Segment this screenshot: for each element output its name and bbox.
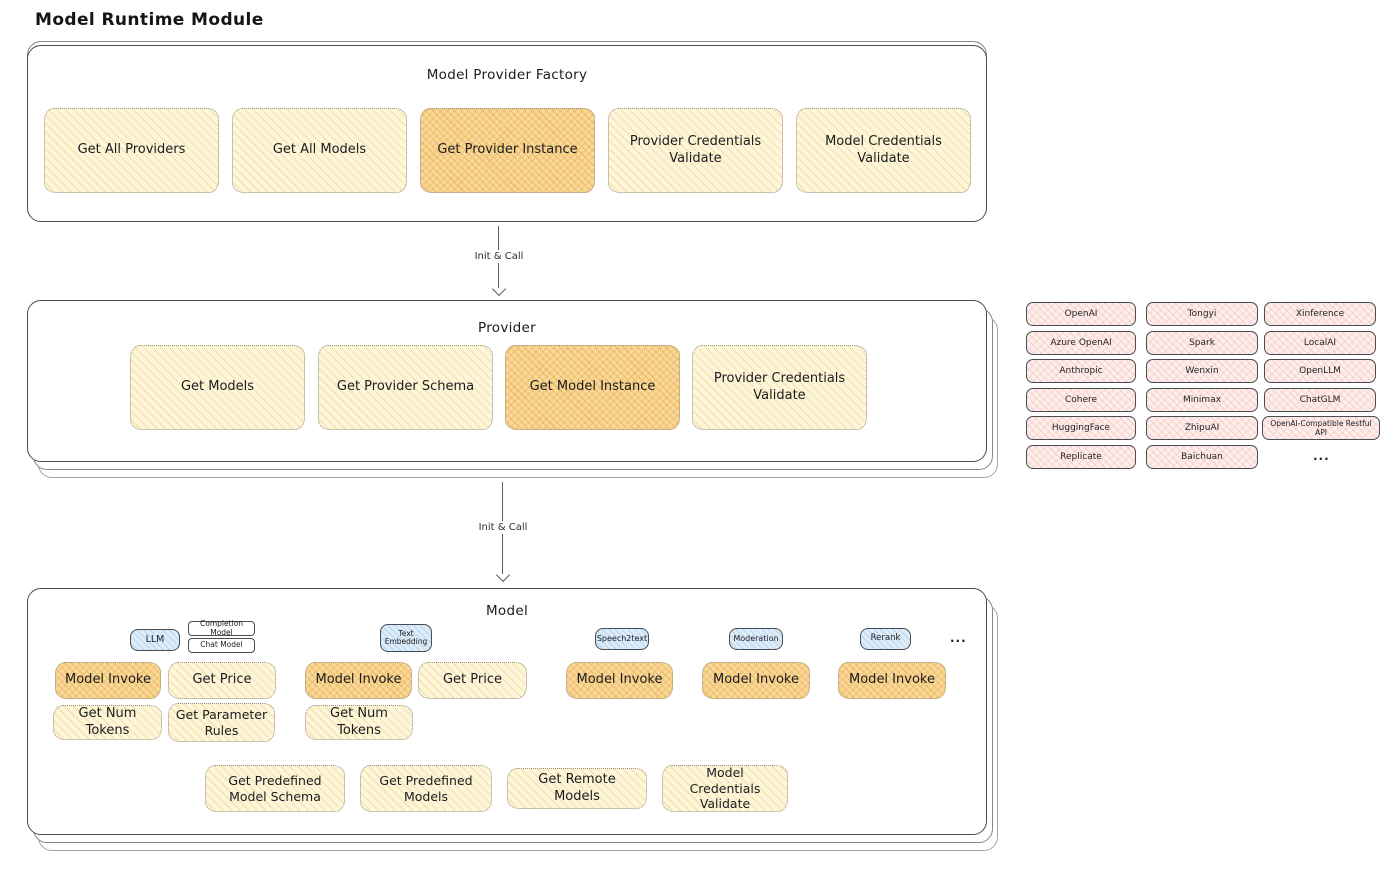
model-title: Model [485, 603, 529, 619]
text-embedding-get-price: Get Price [418, 662, 527, 699]
provider-cell-baichuan: Baichuan [1146, 445, 1258, 469]
speech2text-model-invoke: Model Invoke [566, 662, 673, 699]
get-predefined-model-schema: Get Predefined Model Schema [205, 765, 345, 812]
provider-title: Provider [478, 320, 536, 336]
provider-item-label: Get Model Instance [529, 379, 656, 395]
factory-item-label: Get All Providers [77, 142, 186, 158]
factory-get-all-models: Get All Models [232, 108, 407, 193]
model-credentials-validate: Model Credentials Validate [662, 765, 788, 812]
tag-speech2text: Speech2text [595, 628, 649, 650]
provider-cell-azure-openai: Azure OpenAI [1026, 331, 1136, 355]
factory-provider-credentials-validate: Provider Credentials Validate [608, 108, 783, 193]
provider-cell-replicate: Replicate [1026, 445, 1136, 469]
provider-cell-cohere: Cohere [1026, 388, 1136, 412]
get-remote-models: Get Remote Models [507, 768, 647, 809]
factory-item-label: Model Credentials Validate [825, 134, 942, 166]
provider-item-label: Provider Credentials Validate [713, 371, 846, 403]
page-title: Model Runtime Module [35, 10, 264, 30]
text-embedding-model-invoke: Model Invoke [305, 662, 412, 699]
llm-model-invoke: Model Invoke [55, 662, 161, 699]
provider-cell-anthropic: Anthropic [1026, 359, 1136, 383]
tag-rerank: Rerank [860, 628, 911, 650]
provider-cell-huggingface: HuggingFace [1026, 416, 1136, 440]
tag-text-embedding: Text Embedding [380, 624, 432, 652]
text-embedding-get-num-tokens: Get Num Tokens [305, 705, 413, 740]
factory-item-label: Provider Credentials Validate [629, 134, 762, 166]
provider-cell-xinference: Xinference [1264, 302, 1376, 326]
arrow-factory-to-provider-label: Init & Call [469, 250, 529, 263]
arrow-provider-to-model-head [495, 567, 511, 583]
provider-cell-wenxin: Wenxin [1146, 359, 1258, 383]
provider-cell-openai-compatible: OpenAI-Compatible Restful API [1262, 416, 1380, 440]
provider-get-provider-schema: Get Provider Schema [318, 345, 493, 430]
provider-cell-minimax: Minimax [1146, 388, 1258, 412]
provider-cell-openllm: OpenLLM [1264, 359, 1376, 383]
more-providers-ellipsis: ... [1313, 449, 1330, 463]
provider-cell-openai: OpenAI [1026, 302, 1136, 326]
tag-llm: LLM [130, 629, 180, 651]
tag-chat-model: Chat Model [188, 638, 255, 653]
rerank-model-invoke: Model Invoke [838, 662, 946, 699]
llm-get-price: Get Price [168, 662, 276, 699]
provider-cell-spark: Spark [1146, 331, 1258, 355]
factory-item-label: Get Provider Instance [437, 142, 578, 158]
arrow-provider-to-model-label: Init & Call [473, 521, 533, 534]
factory-item-label: Get All Models [272, 142, 367, 158]
provider-get-models: Get Models [130, 345, 305, 430]
llm-get-parameter-rules: Get Parameter Rules [168, 703, 275, 742]
provider-cell-tongyi: Tongyi [1146, 302, 1258, 326]
provider-get-model-instance: Get Model Instance [505, 345, 680, 430]
more-model-types-ellipsis: ... [950, 631, 967, 645]
provider-cell-zhipuai: ZhipuAI [1146, 416, 1258, 440]
factory-model-credentials-validate: Model Credentials Validate [796, 108, 971, 193]
provider-item-label: Get Provider Schema [336, 379, 475, 395]
provider-item-label: Get Models [180, 379, 255, 395]
arrow-factory-to-provider-head [491, 281, 507, 297]
llm-get-num-tokens: Get Num Tokens [53, 705, 162, 740]
provider-provider-credentials-validate: Provider Credentials Validate [692, 345, 867, 430]
moderation-model-invoke: Model Invoke [702, 662, 810, 699]
get-predefined-models: Get Predefined Models [360, 765, 492, 812]
provider-cell-chatglm: ChatGLM [1264, 388, 1376, 412]
provider-cell-localai: LocalAI [1264, 331, 1376, 355]
factory-get-provider-instance: Get Provider Instance [420, 108, 595, 193]
factory-get-all-providers: Get All Providers [44, 108, 219, 193]
factory-title: Model Provider Factory [426, 67, 588, 83]
tag-moderation: Moderation [729, 628, 783, 650]
tag-completion-model: Completion Model [188, 620, 255, 636]
